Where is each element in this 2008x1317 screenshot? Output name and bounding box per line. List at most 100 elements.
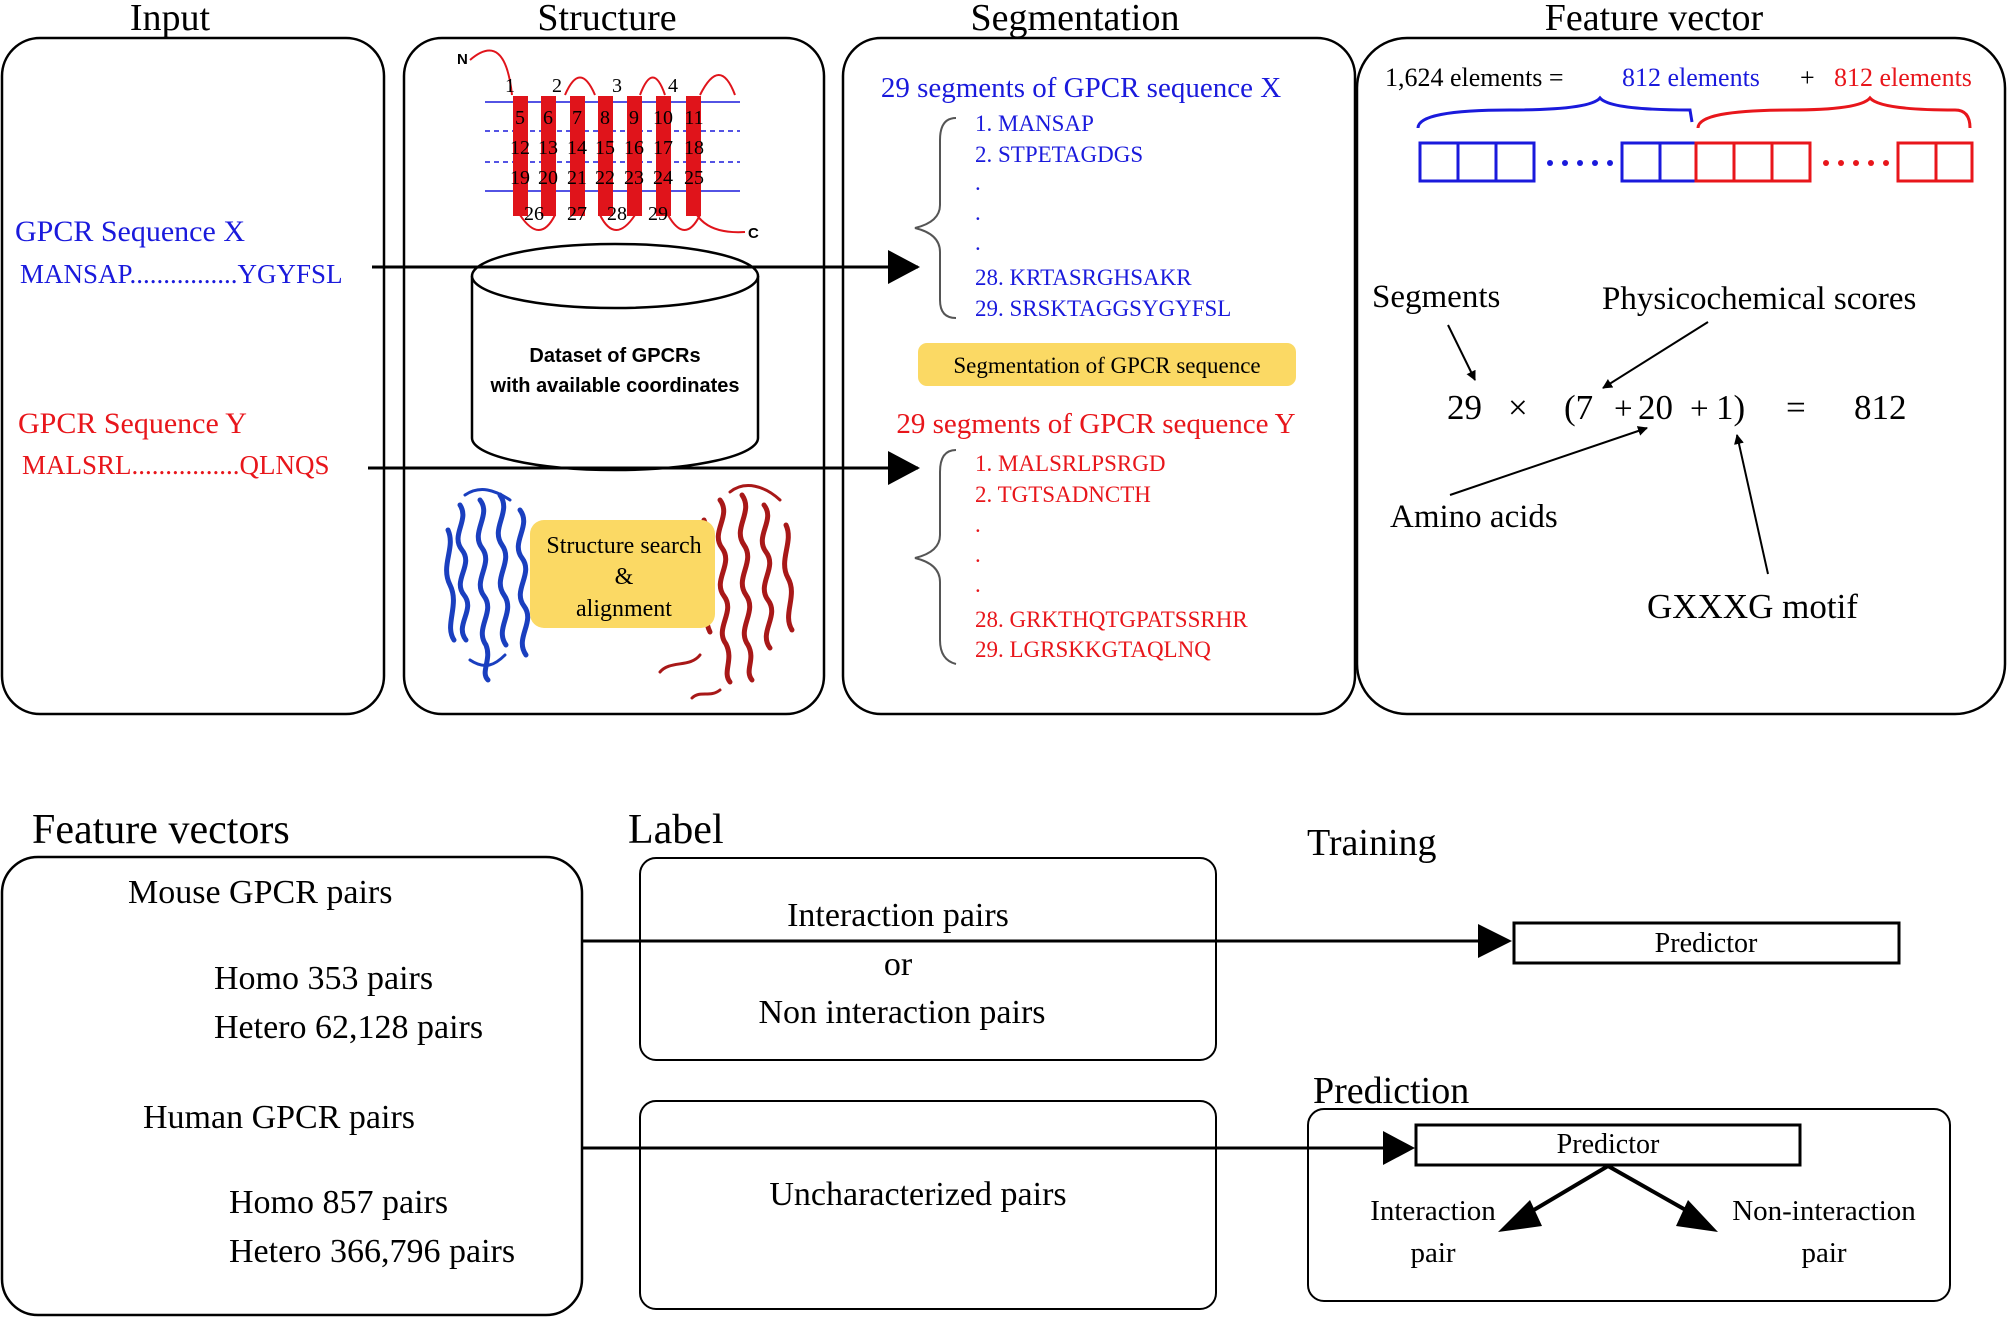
mouse-hetero: Hetero 62,128 pairs [214, 1009, 483, 1046]
feature-vectors-title: Feature vectors [32, 807, 290, 853]
structure-search-line1: Structure search [546, 533, 701, 559]
segments-x-brace [914, 117, 957, 319]
segment-number: 19 [510, 167, 530, 189]
seq-x-label: GPCR Sequence X [15, 215, 245, 248]
input-panel [0, 36, 386, 716]
segment-y-item: 28. GRKTHQTGPATSSRHR [975, 607, 1248, 632]
segment-y-item: 2. TGTSADNCTH [975, 482, 1151, 507]
segment-number: 5 [515, 107, 525, 129]
structure-panel [402, 36, 826, 716]
segment-x-item: . [975, 170, 981, 195]
segment-x-item: 29. SRSKTAGGSYGYFSL [975, 296, 1231, 321]
red-protein-structure-icon [658, 484, 795, 700]
predictor-training-box [1512, 921, 1901, 965]
segmentation-step-label: Segmentation of GPCR sequence [953, 353, 1260, 378]
segment-number: 2 [552, 75, 562, 97]
segment-number: 12 [510, 137, 530, 159]
eq-result: 812 [1854, 388, 1907, 427]
fv-total-label: 1,624 elements = [1385, 63, 1564, 92]
c-terminus-label: C [748, 225, 759, 242]
segment-number: 11 [684, 107, 703, 129]
segment-number: 24 [653, 167, 673, 189]
noninteraction-branch [1607, 1164, 1699, 1219]
structure-search-line3: alignment [576, 596, 672, 622]
segments-y-brace [914, 449, 957, 665]
segment-number: 29 [648, 203, 668, 225]
segment-number: 15 [595, 137, 615, 159]
segments-annotation: Segments [1372, 279, 1500, 315]
eq-29: 29 [1447, 388, 1482, 427]
segment-number: 25 [684, 167, 704, 189]
segment-number: 21 [567, 167, 587, 189]
eq-plus-2: + [1690, 391, 1709, 427]
n-terminus-label: N [457, 51, 468, 68]
segment-number: 8 [600, 107, 610, 129]
fv-red-dots [1823, 160, 1889, 166]
segment-number: 10 [653, 107, 673, 129]
eq-7: (7 [1564, 388, 1593, 427]
segment-y-item: 29. LGRSKKGTAQLNQ [975, 637, 1211, 662]
mouse-homo: Homo 353 pairs [214, 960, 433, 997]
predictor-training-label: Predictor [1655, 928, 1758, 959]
noninteraction-result-line1: Non-interaction [1732, 1195, 1916, 1227]
gxxxg-annotation: GXXXG motif [1647, 587, 1858, 626]
prediction-title: Prediction [1313, 1070, 1469, 1112]
predictor-prediction-box [1414, 1123, 1802, 1167]
segment-number: 6 [543, 107, 553, 129]
segment-y-item: . [975, 542, 981, 567]
segmentation-panel [841, 36, 1357, 716]
prediction-box [1307, 1108, 1951, 1302]
mouse-pairs-title: Mouse GPCR pairs [128, 874, 392, 911]
segment-number: 14 [567, 137, 587, 159]
noninteraction-result-line2: pair [1801, 1237, 1846, 1269]
label-non-interaction: Non interaction pairs [758, 994, 1045, 1031]
segment-number: 7 [572, 107, 582, 129]
label-or: or [884, 946, 913, 983]
segment-x-item: 2. STPETAGDGS [975, 142, 1143, 167]
eq-equals: = [1786, 388, 1806, 427]
interaction-result-line1: Interaction [1370, 1195, 1496, 1227]
segment-number: 20 [538, 167, 558, 189]
segment-x-item: 1. MANSAP [975, 111, 1094, 136]
segment-y-item: . [975, 512, 981, 537]
training-title: Training [1307, 822, 1437, 864]
feature-vectors-box [0, 855, 584, 1317]
label-box-training [639, 857, 1217, 1061]
segment-number: 18 [684, 137, 704, 159]
database-label-line1: Dataset of GPCRs [529, 345, 700, 367]
interaction-arrowhead [1498, 1200, 1542, 1232]
tm-topology-diagram [469, 49, 746, 234]
segment-number: 4 [668, 75, 678, 97]
segment-number: 13 [538, 137, 558, 159]
segment-x-item: . [975, 230, 981, 255]
fv-blue-label: 812 elements [1622, 63, 1760, 92]
uncharacterized-label: Uncharacterized pairs [769, 1176, 1066, 1213]
fv-blue-dots [1547, 160, 1613, 166]
segment-number: 1 [505, 75, 515, 97]
physicochemical-pointer [1602, 321, 1709, 389]
segment-number: 3 [612, 75, 622, 97]
database-label-line2: with available coordinates [490, 375, 740, 397]
segments-pointer [1447, 324, 1476, 381]
label-interaction: Interaction pairs [787, 897, 1009, 934]
seq-y-value: MALSRL................QLNQS [22, 450, 330, 480]
segment-number: 28 [607, 203, 627, 225]
database-cylinder-icon [470, 242, 760, 472]
seq-x-value: MANSAP................YGYFSL [20, 259, 343, 289]
segments-y-header: 29 segments of GPCR sequence Y [896, 408, 1295, 440]
eq-1: 1) [1716, 388, 1745, 427]
human-hetero: Hetero 366,796 pairs [229, 1233, 515, 1270]
fv-red-cells [1694, 141, 1974, 183]
segment-number: 26 [524, 203, 544, 225]
eq-plus-1: + [1614, 391, 1633, 427]
eq-20: 20 [1638, 388, 1673, 427]
eq-times: × [1508, 388, 1528, 427]
label-title: Label [628, 807, 724, 853]
interaction-result-line2: pair [1410, 1237, 1455, 1269]
structure-title: Structure [537, 0, 676, 39]
segment-number: 22 [595, 167, 615, 189]
segment-y-item: 1. MALSRLPSRGD [975, 451, 1165, 476]
training-arrowhead [1478, 924, 1512, 958]
segment-number: 17 [653, 137, 673, 159]
